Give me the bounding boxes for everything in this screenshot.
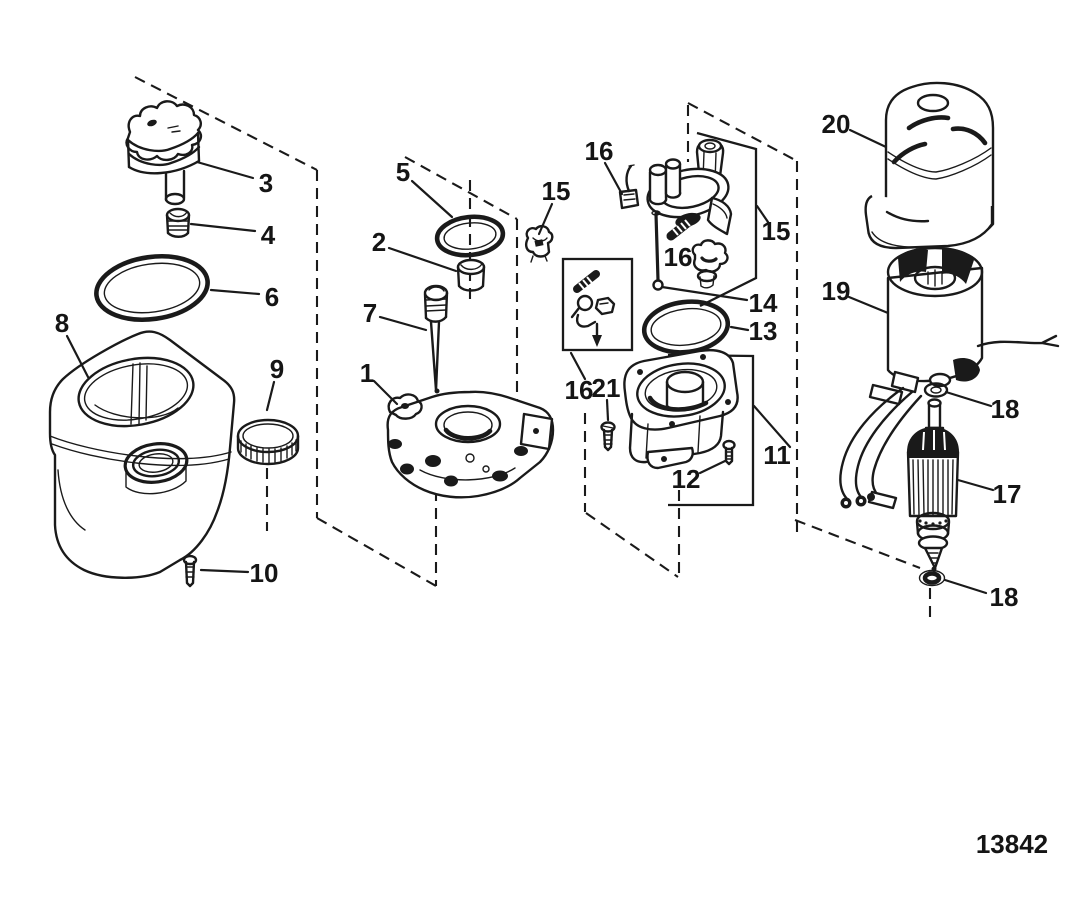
leader-line-c17 [956,478,995,492]
callout-c10: 10 [250,558,279,588]
leader-line-c8 [65,334,90,379]
callout-c1: 1 [360,358,374,388]
part-21-screw [600,421,616,452]
part-drawings [48,81,1060,588]
callout-c4: 4 [261,220,276,250]
part-4-filter-cup [165,207,191,238]
leader-line-c16c [569,351,587,381]
part-16-valve-small [618,164,640,210]
callout-c13: 13 [749,316,778,346]
leader-line-c10 [199,568,250,574]
leader-line-c7 [378,315,428,332]
callout-c9: 9 [270,354,284,384]
part-7-needle-valve [423,284,449,394]
part-9-filler-cap [236,418,300,466]
construction-lines [134,76,932,618]
part-16-spring [666,216,695,241]
part-18-washer-upper [923,382,949,398]
callout-c18b: 18 [990,582,1019,612]
leader-line-c3 [195,160,255,180]
leader-line-c18b [943,578,988,595]
leader-lines [65,128,995,595]
leader-line-c19 [847,295,890,315]
callout-c7: 7 [363,298,377,328]
armature-ribs [912,459,954,516]
valve-group-box [696,131,758,308]
part-12-screw [722,439,736,466]
callout-c19: 19 [822,276,851,306]
leader-line-c5 [410,179,454,219]
leader-line-c21 [605,398,610,422]
callout-c15a: 15 [542,176,571,206]
part-1-pump-body [386,390,555,499]
leader-line-c6 [209,288,261,296]
cap-knurling [240,439,297,464]
leader-line-c15a [537,202,554,236]
part-15-clip [525,224,554,263]
leader-line-c11 [752,404,792,449]
leader-line-c14 [660,285,749,302]
leader-line-c12 [698,459,727,475]
callout-c11: 11 [763,440,791,470]
callout-c14: 14 [749,288,778,318]
callout-c5: 5 [396,157,410,187]
part-19-field-stator [839,246,1060,510]
callout-c16c: 16 [565,375,594,405]
part-10-screw [182,554,198,588]
inset-detail-box [561,257,634,352]
callout-c16b: 16 [664,242,693,272]
callout-c15b: 15 [762,216,791,246]
callout-labels: 3468910527116151614131516211211201918171… [55,109,1022,612]
part-20-motor-cover [864,81,995,250]
callout-c12: 12 [672,464,701,494]
part-13-o-ring [641,299,731,355]
leader-line-c2 [387,246,458,273]
callout-c6: 6 [265,282,279,312]
part-15-valve-manifold [646,138,733,289]
callout-c8: 8 [55,308,69,338]
leader-line-c1 [372,379,399,406]
part-11-adapter-housing [623,349,739,470]
callout-c17: 17 [993,479,1022,509]
leader-line-c20 [848,128,888,149]
part-3-pump-rotor [125,100,203,206]
leader-line-c4 [189,222,257,233]
part-8-reservoir [48,330,236,579]
callout-c2: 2 [372,227,386,257]
figure-number: 13842 [976,829,1048,859]
part-18-washer-lower [918,569,946,587]
leader-line-c18a [944,390,993,408]
part-16-inset-detail [570,270,616,347]
part-17-armature [906,398,960,572]
callout-c20: 20 [822,109,851,139]
part-2-plug [456,258,486,292]
part-6-o-ring [94,254,210,322]
callout-c18a: 18 [991,394,1020,424]
callout-c16a: 16 [585,136,614,166]
leader-line-c15b [755,204,770,224]
callout-c21: 21 [592,373,621,403]
part-5-o-ring [434,214,506,258]
leader-line-c9 [265,380,276,412]
part-14-pin [651,210,664,291]
callout-c3: 3 [259,168,273,198]
leader-line-c16a [603,161,624,196]
leader-line-c13 [729,325,750,332]
